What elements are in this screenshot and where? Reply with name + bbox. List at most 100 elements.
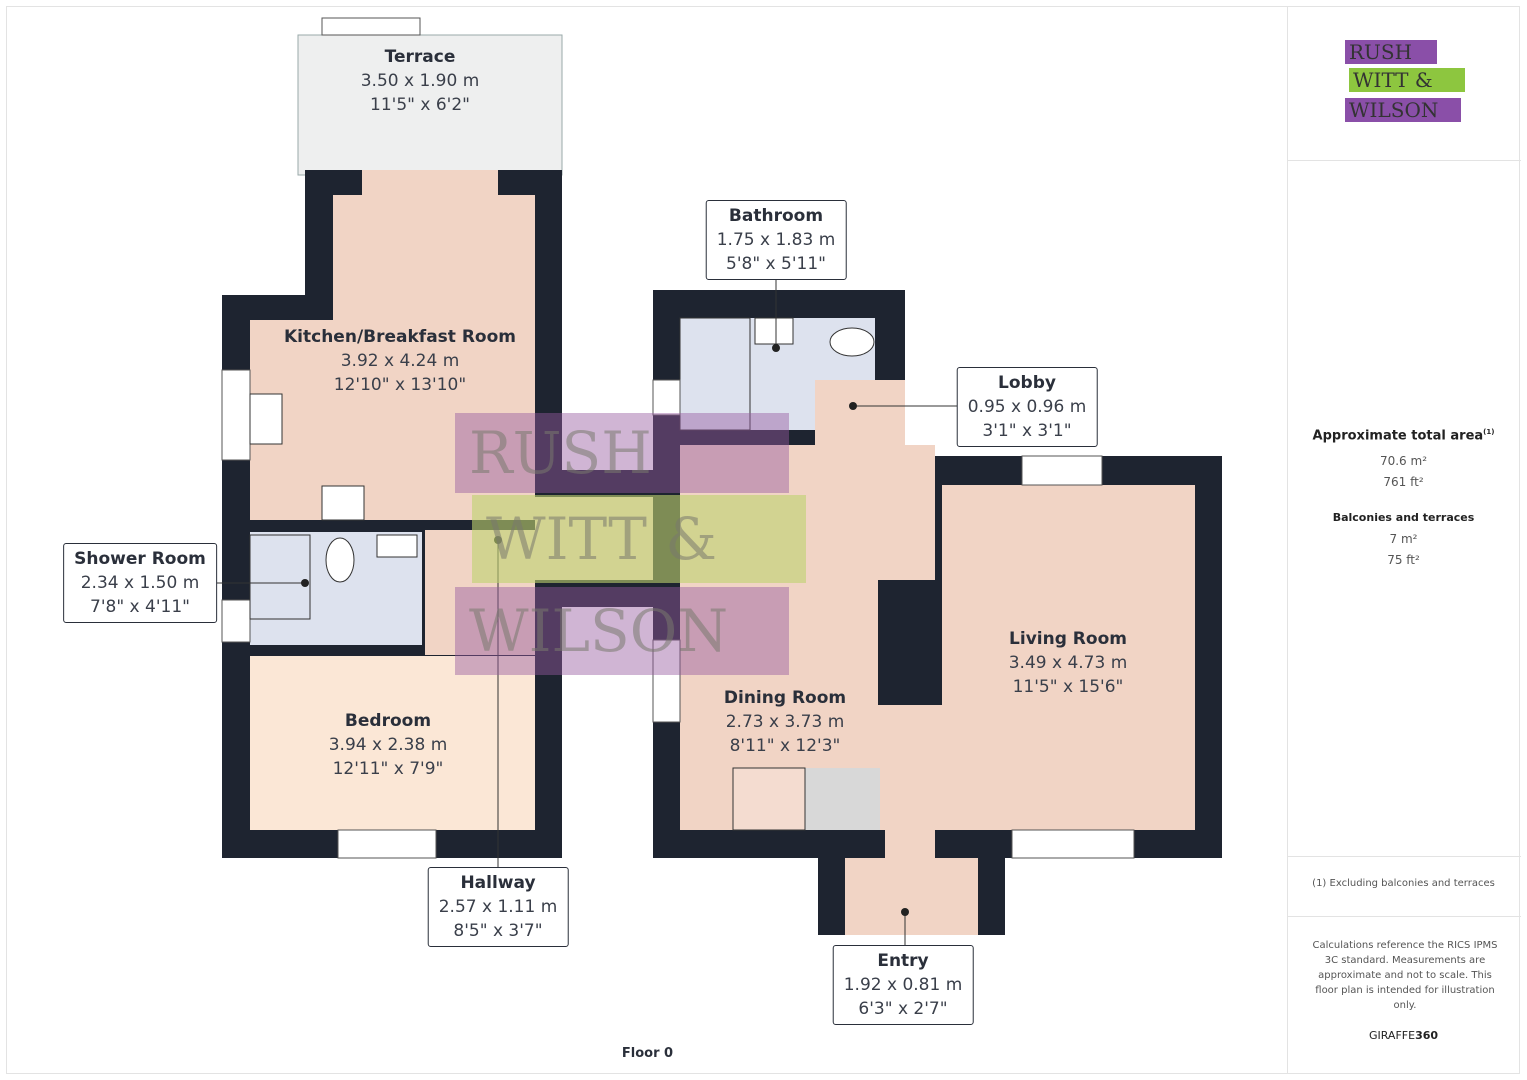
bathroom-toilet: [829, 327, 875, 357]
stairs: [732, 767, 806, 831]
room-imperial: 8'11" x 12'3": [729, 736, 841, 756]
floor-label: Floor 0: [621, 1046, 674, 1061]
info-panel: [1287, 6, 1521, 1074]
understairs-store: [805, 768, 880, 830]
room-name: Dining Room: [723, 688, 847, 708]
hob: [321, 485, 365, 521]
giraffe360-credit: GIRAFFE360: [1287, 1029, 1520, 1042]
logo-line-wilson: WILSON: [1345, 98, 1461, 122]
balconies-m2: 7 m²: [1389, 532, 1418, 546]
living-floor: [942, 485, 1195, 830]
living-window-bottom: [1011, 829, 1135, 859]
room-imperial: 11'5" x 15'6": [1012, 677, 1124, 697]
entry-dot: [901, 908, 909, 916]
room-imperial: 12'11" x 7'9": [332, 759, 444, 779]
terrace-doors-opening: [362, 170, 498, 195]
room-metric: 3.92 x 4.24 m: [340, 351, 460, 371]
shower-tray: [249, 534, 311, 620]
shower-dot: [301, 579, 309, 587]
room-imperial: 6'3" x 2'7": [858, 999, 948, 1019]
sink: [249, 393, 283, 445]
logo-line-rush: RUSH: [1345, 40, 1437, 64]
room-metric: 2.73 x 3.73 m: [725, 712, 845, 732]
total-area-ft2: 761 ft²: [1383, 475, 1424, 489]
room-name: Kitchen/Breakfast Room: [284, 327, 516, 347]
watermark-wilson: WILSON: [455, 587, 789, 675]
balconies-title: Balconies and terraces: [1332, 511, 1475, 524]
room-name: Living Room: [1009, 629, 1127, 649]
room-metric: 1.75 x 1.83 m: [716, 230, 836, 250]
footnote-marker: (1): [1483, 428, 1495, 436]
dining-floor-top: [830, 380, 880, 460]
divider: [1288, 916, 1521, 917]
room-label-entry: Entry 1.92 x 0.81 m 6'3" x 2'7": [832, 945, 974, 1025]
room-label-terrace: Terrace 3.50 x 1.90 m 11'5" x 6'2": [361, 45, 480, 117]
divider: [1288, 160, 1521, 161]
basin: [376, 534, 418, 558]
living-window-top: [1021, 455, 1103, 486]
entry-link: [885, 830, 935, 860]
total-area-title: Approximate total area(1): [1287, 428, 1520, 443]
footnote: (1) Excluding balconies and terraces: [1312, 878, 1495, 889]
kitchen-window: [221, 369, 251, 461]
divider: [1288, 856, 1521, 857]
living-opening: [878, 705, 942, 830]
chimney-breast: [878, 580, 942, 705]
total-area-title-text: Approximate total area: [1312, 428, 1484, 444]
credit-text: GIRAFFE: [1368, 1029, 1416, 1042]
room-imperial: 3'1" x 3'1": [982, 421, 1072, 441]
lobby-dot: [849, 402, 857, 410]
disclaimer: Calculations reference the RICS IPMS 3C …: [1312, 940, 1498, 1011]
room-imperial: 12'10" x 13'10": [333, 375, 467, 395]
bath-tub: [679, 317, 751, 431]
room-name: Hallway: [460, 873, 536, 893]
terrace-area: [297, 34, 563, 176]
room-label-kitchen: Kitchen/Breakfast Room 3.92 x 4.24 m 12'10…: [284, 325, 516, 397]
kitchen-floor: [250, 320, 535, 520]
room-imperial: 7'8" x 4'11": [90, 597, 190, 617]
room-metric: 3.49 x 4.73 m: [1008, 653, 1128, 673]
credit-number: 360: [1415, 1029, 1439, 1042]
room-label-dining: Dining Room 2.73 x 3.73 m 8'11" x 12'3": [724, 686, 846, 758]
room-label-bathroom: Bathroom 1.75 x 1.83 m 5'8" x 5'11": [705, 200, 847, 280]
room-name: Terrace: [384, 47, 456, 67]
room-label-bedroom: Bedroom 3.94 x 2.38 m 12'11" x 7'9": [329, 709, 448, 781]
bathroom-dot: [772, 344, 780, 352]
room-imperial: 8'5" x 3'7": [453, 921, 543, 941]
room-metric: 3.94 x 2.38 m: [328, 735, 448, 755]
room-metric: 2.57 x 1.11 m: [438, 897, 558, 917]
room-name: Entry: [877, 951, 929, 971]
toilet: [325, 537, 355, 583]
room-metric: 1.92 x 0.81 m: [843, 975, 963, 995]
room-name: Bathroom: [728, 206, 824, 226]
total-area-m2: 70.6 m²: [1379, 454, 1428, 468]
shower-window: [221, 599, 251, 643]
room-imperial: 5'8" x 5'11": [726, 254, 826, 274]
dining-window: [652, 639, 681, 723]
room-metric: 0.95 x 0.96 m: [967, 397, 1087, 417]
brand-logo: RUSH WITT & WILSON: [1345, 40, 1465, 124]
bedroom-floor: [250, 656, 535, 830]
room-metric: 2.34 x 1.50 m: [80, 573, 200, 593]
room-label-living: Living Room 3.49 x 4.73 m 11'5" x 15'6": [1009, 627, 1128, 699]
kitchen-floor-top: [333, 195, 535, 325]
logo-line-witt: WITT &: [1349, 68, 1465, 92]
bathroom-window: [652, 379, 681, 416]
entry-floor: [845, 858, 978, 935]
bathroom-basin: [754, 317, 794, 345]
room-name: Shower Room: [74, 549, 206, 569]
room-label-lobby: Lobby 0.95 x 0.96 m 3'1" x 3'1": [956, 367, 1098, 447]
room-imperial: 11'5" x 6'2": [370, 95, 470, 115]
room-name: Bedroom: [344, 711, 432, 731]
bedroom-window: [337, 829, 437, 859]
terrace-door-marker: [321, 17, 421, 36]
balconies-ft2: 75 ft²: [1387, 553, 1420, 567]
page-frame: [6, 6, 1520, 1074]
room-metric: 3.50 x 1.90 m: [360, 71, 480, 91]
room-label-shower: Shower Room 2.34 x 1.50 m 7'8" x 4'11": [63, 543, 217, 623]
watermark-witt: WITT &: [472, 495, 806, 583]
watermark-rush: RUSH: [455, 413, 789, 493]
room-name: Lobby: [998, 373, 1056, 393]
room-label-hallway: Hallway 2.57 x 1.11 m 8'5" x 3'7": [427, 867, 569, 947]
